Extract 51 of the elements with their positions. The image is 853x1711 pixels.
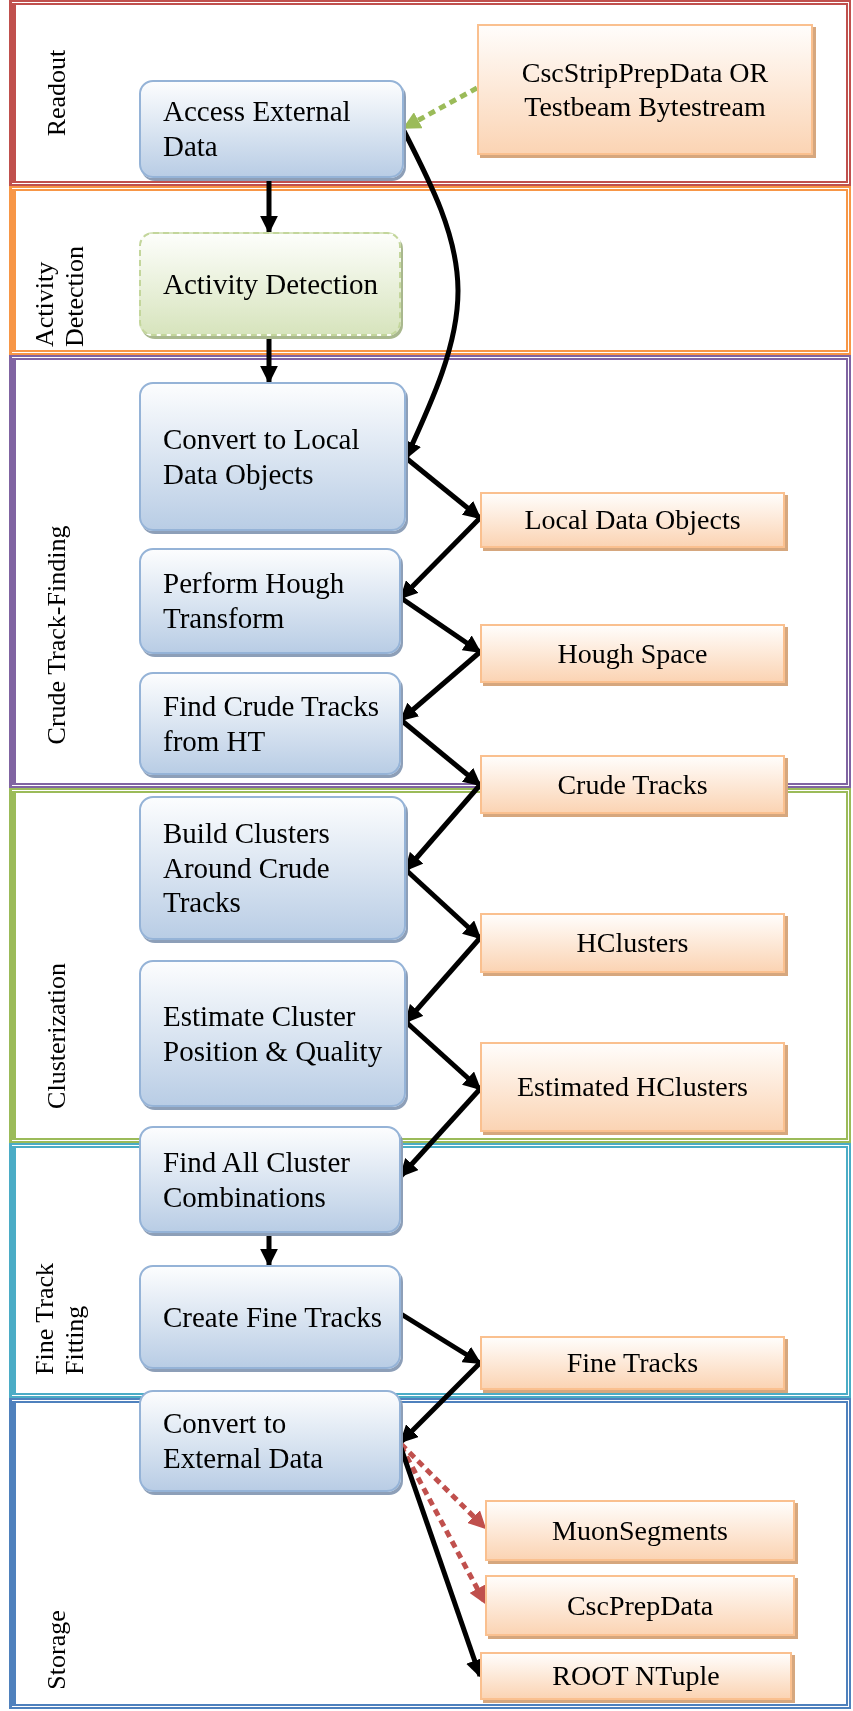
data-box bbox=[480, 1652, 792, 1700]
lane-label: Crude Track-Finding bbox=[42, 525, 72, 745]
box-label: Create Fine Tracks bbox=[163, 1299, 383, 1335]
box-label: Access External Data bbox=[163, 94, 352, 164]
process-box bbox=[139, 548, 401, 654]
data-box bbox=[480, 755, 785, 814]
box-label: ROOT NTuple bbox=[552, 1659, 720, 1693]
optional-process-box bbox=[139, 232, 401, 336]
process-box bbox=[139, 672, 401, 775]
box-label: Estimate Cluster Position & Quality bbox=[163, 998, 384, 1069]
box-label: MuonSegments bbox=[552, 1513, 728, 1548]
box-label: CscStripPrepData OR Testbeam Bytestream bbox=[520, 55, 770, 124]
box-label: Build Clusters Around Crude Tracks bbox=[163, 815, 331, 921]
box-label: Estimated HClusters bbox=[517, 1070, 748, 1104]
data-box bbox=[480, 1042, 785, 1132]
box-label: Fine Tracks bbox=[566, 1346, 699, 1380]
box-label: Find All Cluster Combinations bbox=[163, 1144, 351, 1215]
data-box bbox=[477, 24, 813, 155]
box-label: Perform Hough Transform bbox=[163, 566, 346, 636]
box-label: HClusters bbox=[576, 926, 689, 960]
data-box bbox=[480, 624, 785, 683]
data-box bbox=[485, 1575, 795, 1636]
process-box bbox=[139, 1126, 401, 1233]
process-box bbox=[139, 960, 406, 1107]
box-label: Convert to Local Data Objects bbox=[163, 421, 361, 492]
arrow bbox=[260, 1233, 278, 1267]
lane-label: Readout bbox=[42, 49, 72, 137]
box-label: Find Crude Tracks from HT bbox=[163, 688, 380, 759]
arrow bbox=[260, 178, 278, 234]
box-label: CscPrepData bbox=[566, 1588, 714, 1623]
box-label: Local Data Objects bbox=[524, 503, 741, 537]
process-box bbox=[139, 382, 406, 531]
process-box bbox=[139, 1390, 401, 1492]
data-box bbox=[480, 1336, 785, 1390]
lane-label: Storage bbox=[42, 1610, 72, 1690]
arrow bbox=[260, 336, 278, 384]
box-label: Activity Detection bbox=[163, 266, 379, 302]
lane-label: Activity Detection bbox=[30, 244, 90, 347]
data-box bbox=[480, 913, 785, 973]
data-box bbox=[480, 492, 785, 548]
swimlane bbox=[9, 0, 851, 186]
lane-label: Fine Track Fitting bbox=[30, 1262, 90, 1375]
swimlane bbox=[9, 186, 851, 355]
process-box bbox=[139, 1265, 401, 1369]
data-box bbox=[485, 1500, 795, 1561]
process-box bbox=[139, 796, 406, 940]
process-box bbox=[139, 80, 404, 178]
box-label: Crude Tracks bbox=[557, 767, 708, 802]
box-label: Convert to External Data bbox=[163, 1406, 325, 1476]
box-label: Hough Space bbox=[557, 636, 708, 671]
lane-label: Clusterization bbox=[42, 963, 72, 1109]
